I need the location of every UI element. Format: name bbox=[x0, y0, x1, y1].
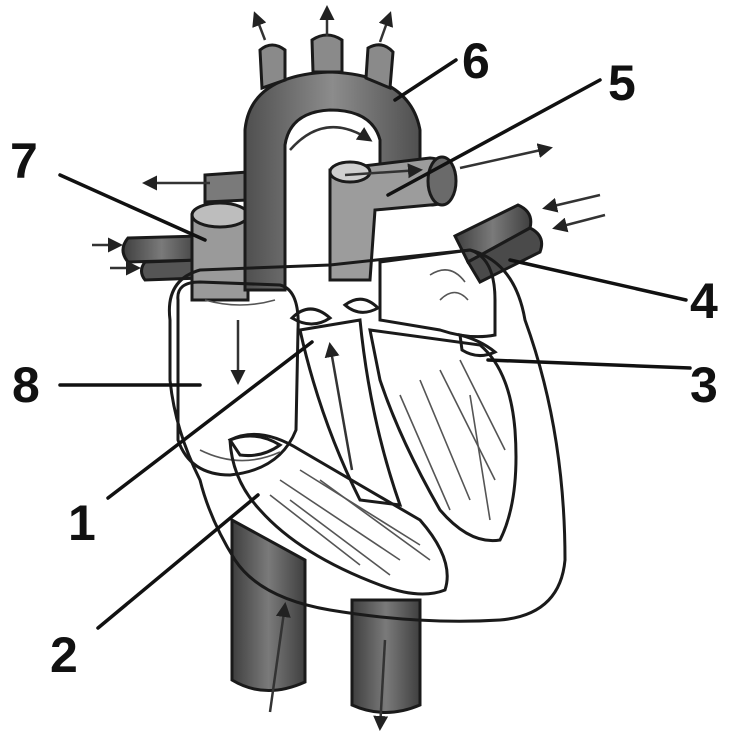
leader-line-2 bbox=[96, 493, 260, 630]
callout-label-1: 1 bbox=[68, 495, 96, 551]
heart-body bbox=[167, 248, 567, 623]
aortic-valve bbox=[342, 297, 381, 314]
leader-line-5 bbox=[386, 78, 602, 197]
inferior-vena-cava bbox=[230, 517, 307, 692]
leader-line-7 bbox=[58, 173, 207, 242]
callout-label-6: 6 bbox=[462, 33, 490, 89]
leader-lines bbox=[58, 58, 692, 630]
callout-label-5: 5 bbox=[608, 55, 636, 111]
callout-labels: 1 2 3 4 5 6 7 8 bbox=[10, 33, 718, 683]
right-pulmonary-artery-stub bbox=[203, 170, 250, 204]
mitral-valve bbox=[458, 333, 498, 357]
pulmonary-veins-left bbox=[452, 203, 544, 284]
tricuspid-valve bbox=[227, 434, 283, 457]
flow-arrows bbox=[92, 5, 606, 731]
callout-label-2: 2 bbox=[50, 627, 78, 683]
right-atrium bbox=[176, 280, 300, 477]
pulmonary-valve bbox=[289, 307, 333, 326]
right-ventricle bbox=[228, 432, 449, 596]
callout-label-7: 7 bbox=[10, 133, 38, 189]
leader-line-1 bbox=[106, 340, 314, 500]
aortic-arch bbox=[243, 33, 422, 292]
interventricular-septum bbox=[298, 318, 403, 507]
descending-aorta bbox=[350, 598, 422, 714]
callout-label-4: 4 bbox=[690, 273, 718, 329]
left-ventricle bbox=[368, 328, 518, 543]
pulmonary-veins-right bbox=[121, 234, 202, 282]
superior-vena-cava bbox=[190, 201, 250, 302]
callout-label-3: 3 bbox=[690, 357, 718, 413]
leader-line-4 bbox=[508, 258, 688, 302]
left-atrium bbox=[378, 248, 497, 339]
leader-line-6 bbox=[393, 58, 458, 102]
leader-line-3 bbox=[486, 358, 692, 370]
callout-label-8: 8 bbox=[12, 357, 40, 413]
